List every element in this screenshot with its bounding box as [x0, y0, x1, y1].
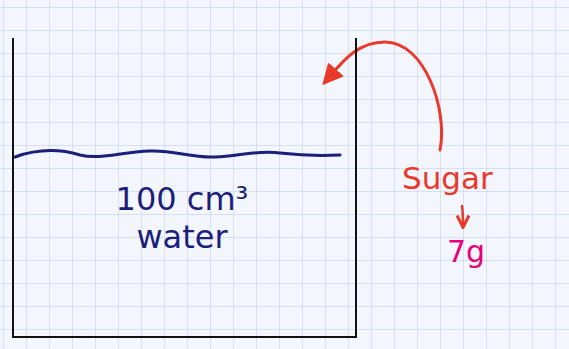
- beaker-content: 100 cm³ water: [97, 180, 267, 256]
- water-surface: [15, 150, 340, 157]
- beaker: 100 cm³ water: [12, 38, 357, 338]
- pour-arrow: [325, 42, 442, 150]
- mass-label: 7g: [447, 234, 485, 269]
- substance-label: Sugar: [402, 160, 493, 196]
- mass-arrow: [462, 206, 463, 226]
